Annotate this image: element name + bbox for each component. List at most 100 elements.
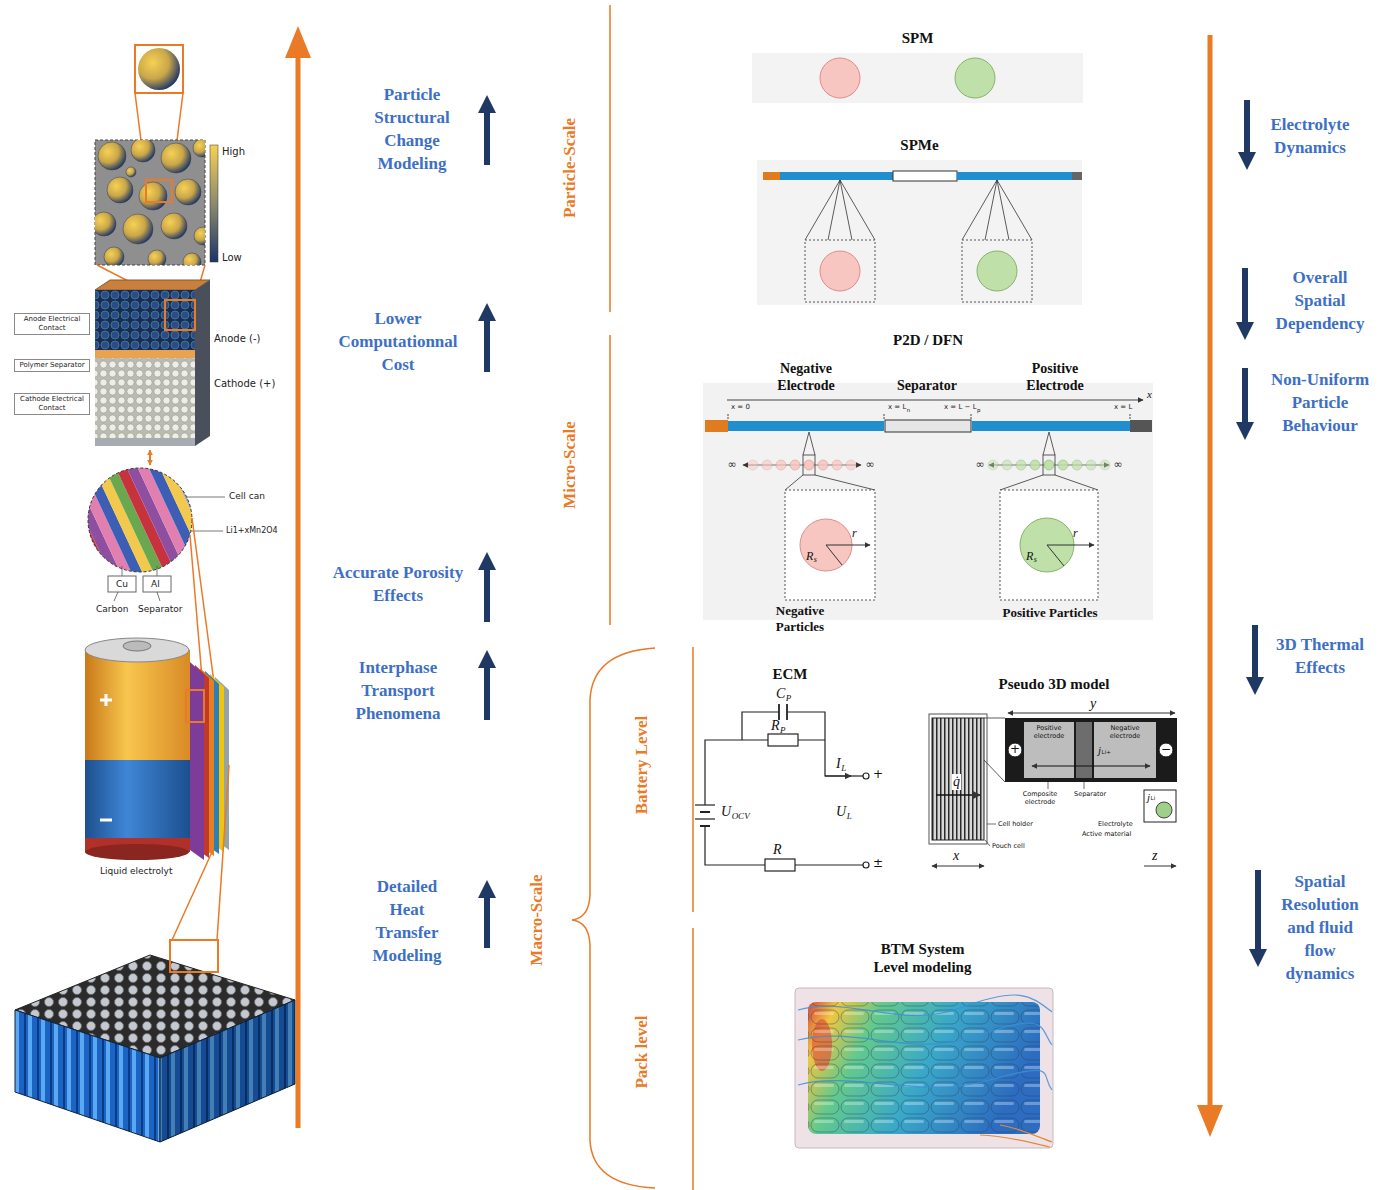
region-label: Negative electrode (1096, 724, 1154, 740)
variable-label: j (1147, 791, 1150, 803)
region-label: Positive electrode (1025, 724, 1073, 740)
variable-label: q̇ (952, 774, 961, 790)
tradeoff-label: Overall Spatial Dependency (1270, 266, 1370, 335)
infinity-symbol: ∞ (724, 458, 740, 471)
infinity-symbol: ∞ (1110, 458, 1126, 471)
p2d-figure (703, 383, 1153, 620)
variable-label: s (814, 555, 817, 564)
circuit-label: U (836, 804, 846, 820)
tradeoff-label: Electrolyte Dynamics (1260, 113, 1360, 159)
part-label: Separator (1074, 790, 1106, 798)
model-panel: BTM System Level modeling (790, 990, 1055, 1148)
infinity-symbol: ∞ (972, 458, 988, 471)
benefit-label: Detailed Heat Transfer Modeling (362, 875, 452, 967)
model-panel: SPM (752, 53, 1083, 103)
part-label: Al (151, 579, 160, 590)
benefit-label: Particle Structural Change Modeling (357, 83, 467, 175)
part-label: Anode Electrical Contact (14, 313, 90, 335)
terminal-sign: + (873, 768, 883, 781)
terminal-sign: − (1159, 743, 1173, 756)
circuit-label: OCV (732, 811, 750, 821)
benefit-label: Interphase Transport Phenomena (343, 656, 453, 725)
spm-figure (752, 53, 1083, 103)
axis-label: x = L − L (944, 403, 977, 412)
variable-label: R (806, 549, 813, 563)
circuit-label: P (786, 693, 792, 703)
model-panel: SPMe (757, 160, 1082, 305)
battery-pack (15, 940, 295, 1142)
axis-label: n (907, 407, 911, 413)
circuit-label: L (841, 763, 846, 773)
tradeoff-label: 3D Thermal Effects (1270, 633, 1370, 679)
model-title: P2D / DFN (848, 331, 1008, 349)
part-label: Liquid electrolyt (100, 866, 172, 877)
circuit-label: U (721, 804, 731, 820)
benefit-label: Accurate Porosity Effects (322, 561, 474, 607)
part-label: Cathode Electrical Contact (14, 393, 90, 415)
infinity-symbol: ∞ (862, 458, 878, 471)
circuit-label: P (780, 725, 786, 735)
model-title: SPMe (860, 136, 980, 154)
model-panel: P2D / DFN (703, 383, 1153, 620)
variable-label: R (1026, 549, 1033, 563)
part-label: Cell holder (998, 820, 1033, 828)
scale-label: Particle-Scale (560, 118, 580, 218)
scale-bracket (572, 5, 693, 1190)
jelly-roll (43, 418, 238, 690)
part-label: Active material (1082, 830, 1131, 838)
cell-block (95, 280, 210, 465)
part-label: Cu (116, 579, 128, 590)
scale-label: Micro-Scale (560, 421, 580, 508)
variable-label: j (1098, 744, 1101, 756)
btm-figure (795, 988, 1053, 1148)
trend-arrow (478, 95, 1267, 967)
axis-label: x = 0 (731, 403, 750, 412)
variable-label: Li+ (1102, 749, 1111, 755)
variable-label: s (1034, 555, 1037, 564)
part-label: Composite electrode (1015, 790, 1065, 806)
tradeoff-label: Spatial Resolution and fluid flow dynami… (1274, 870, 1366, 985)
region-label: Positive Electrode (1005, 360, 1105, 394)
part-label: Polymer Separator (14, 359, 90, 372)
colorbar-label: High (222, 146, 245, 158)
axis-label: x = L (888, 403, 906, 412)
spme-figure (757, 160, 1082, 305)
terminal-sign: ± (873, 857, 883, 870)
scale-label: Macro-Scale (527, 874, 547, 965)
model-title: BTM System Level modeling (865, 940, 980, 976)
part-label: Electrolyte (1098, 820, 1133, 828)
model-title: Pseudo 3D model (964, 675, 1144, 693)
circuit-label: L (847, 811, 852, 821)
variable-label: r (1073, 526, 1078, 540)
axis-label: y (1090, 696, 1096, 712)
particle-label: Positive Particles (1003, 605, 1098, 621)
variable-label: r (852, 526, 857, 540)
terminal-sign: + (1008, 743, 1022, 756)
scale-arrow (285, 26, 1223, 1137)
part-label: Anode (-) (214, 333, 260, 345)
axis-label: x = L (1114, 403, 1132, 412)
benefit-label: Lower Computationnal Cost (326, 307, 471, 376)
scale-label: Battery Level (632, 716, 652, 815)
part-label: Carbon (96, 604, 128, 615)
part-label: Separator (138, 604, 182, 615)
part-label: Cell can (229, 491, 265, 502)
cylindrical-cell (85, 638, 229, 940)
region-label: Separator (882, 377, 972, 394)
circuit-label: R (773, 842, 782, 858)
region-label: Negative Electrode (756, 360, 856, 394)
variable-label: Li (1151, 795, 1156, 801)
part-label: Cathode (+) (214, 378, 275, 390)
pseudo3d-figure (929, 713, 1177, 866)
colorbar-label: Low (222, 252, 242, 264)
particle-label: Negative Particles (753, 603, 848, 635)
scale-label: Pack level (632, 1015, 652, 1088)
model-title: SPM (858, 29, 978, 47)
axis-label: p (977, 407, 981, 413)
circuit-label: I (836, 756, 841, 772)
